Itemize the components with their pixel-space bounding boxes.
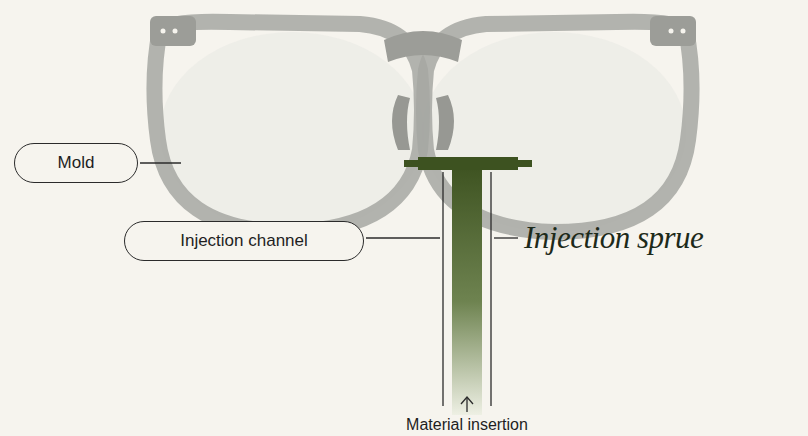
insertion-arrow <box>461 397 473 412</box>
pill-label: Mold <box>14 143 138 183</box>
pill-label: Injection channel <box>124 221 364 261</box>
injection-channel-walls <box>443 172 491 406</box>
process-label: Material insertion <box>406 416 528 434</box>
node-text: Injection channel <box>180 231 308 251</box>
glasses-frame <box>150 16 696 232</box>
injection-sprue <box>404 157 532 415</box>
part-label: Injection sprue <box>524 220 703 256</box>
node-text: Mold <box>58 153 95 173</box>
